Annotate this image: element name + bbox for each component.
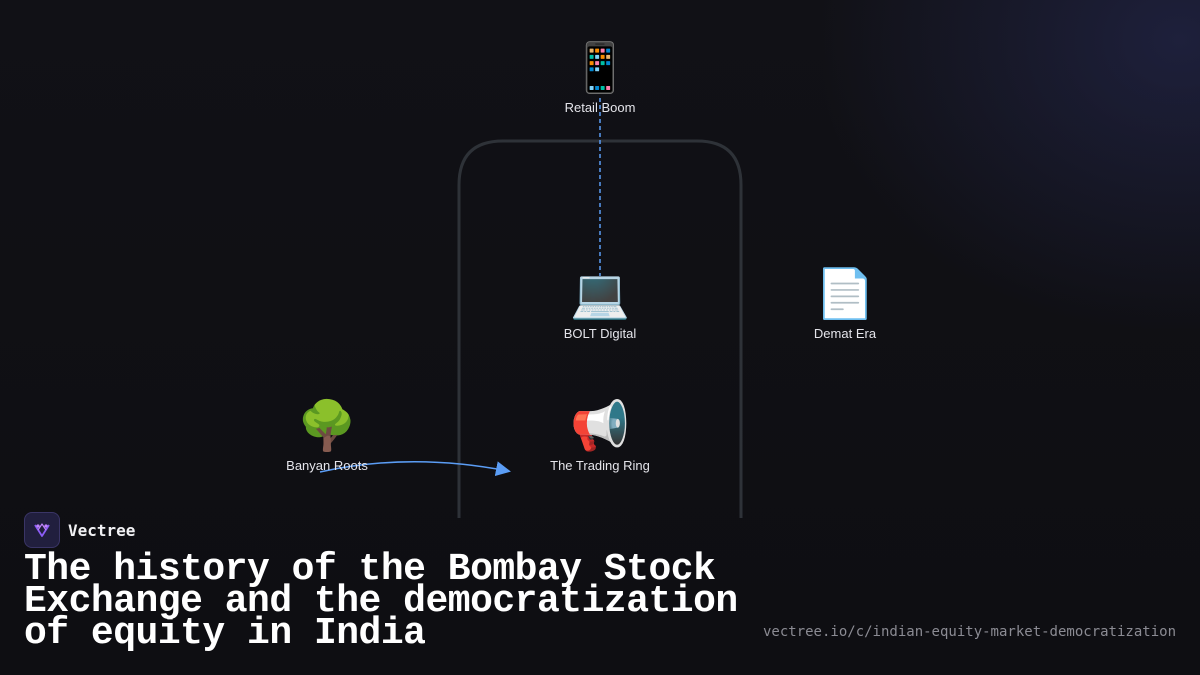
source-url[interactable]: vectree.io/c/indian-equity-market-democr… bbox=[762, 624, 1176, 640]
mobile-phone-icon: 📱 bbox=[570, 40, 630, 96]
edge-banyan-roots-to-trading-ring bbox=[319, 461, 511, 477]
node-banyan-roots[interactable]: 🌳 Banyan Roots bbox=[247, 398, 407, 473]
node-label: Retail Boom bbox=[564, 100, 636, 115]
page-title: The history of the Bombay Stock Exchange… bbox=[24, 548, 738, 655]
node-label: Demat Era bbox=[813, 326, 877, 341]
node-bolt-digital[interactable]: 💻 BOLT Digital bbox=[520, 266, 680, 341]
node-label: Banyan Roots bbox=[286, 458, 368, 473]
node-label: The Trading Ring bbox=[550, 458, 650, 473]
laptop-icon: 💻 bbox=[570, 266, 630, 322]
node-label: BOLT Digital bbox=[563, 326, 637, 341]
megaphone-icon: 📢 bbox=[570, 398, 630, 454]
brand-name: Vectree bbox=[68, 520, 136, 540]
footer: Vectree The history of the Bombay Stock … bbox=[24, 512, 744, 655]
vectree-logo-icon bbox=[24, 512, 60, 548]
node-retail-boom[interactable]: 📱 Retail Boom bbox=[520, 40, 680, 115]
document-icon: 📄 bbox=[815, 266, 875, 322]
node-trading-ring[interactable]: 📢 The Trading Ring bbox=[520, 398, 680, 473]
tree-icon: 🌳 bbox=[297, 398, 357, 454]
brand[interactable]: Vectree bbox=[24, 512, 744, 548]
node-demat-era[interactable]: 📄 Demat Era bbox=[765, 266, 925, 341]
